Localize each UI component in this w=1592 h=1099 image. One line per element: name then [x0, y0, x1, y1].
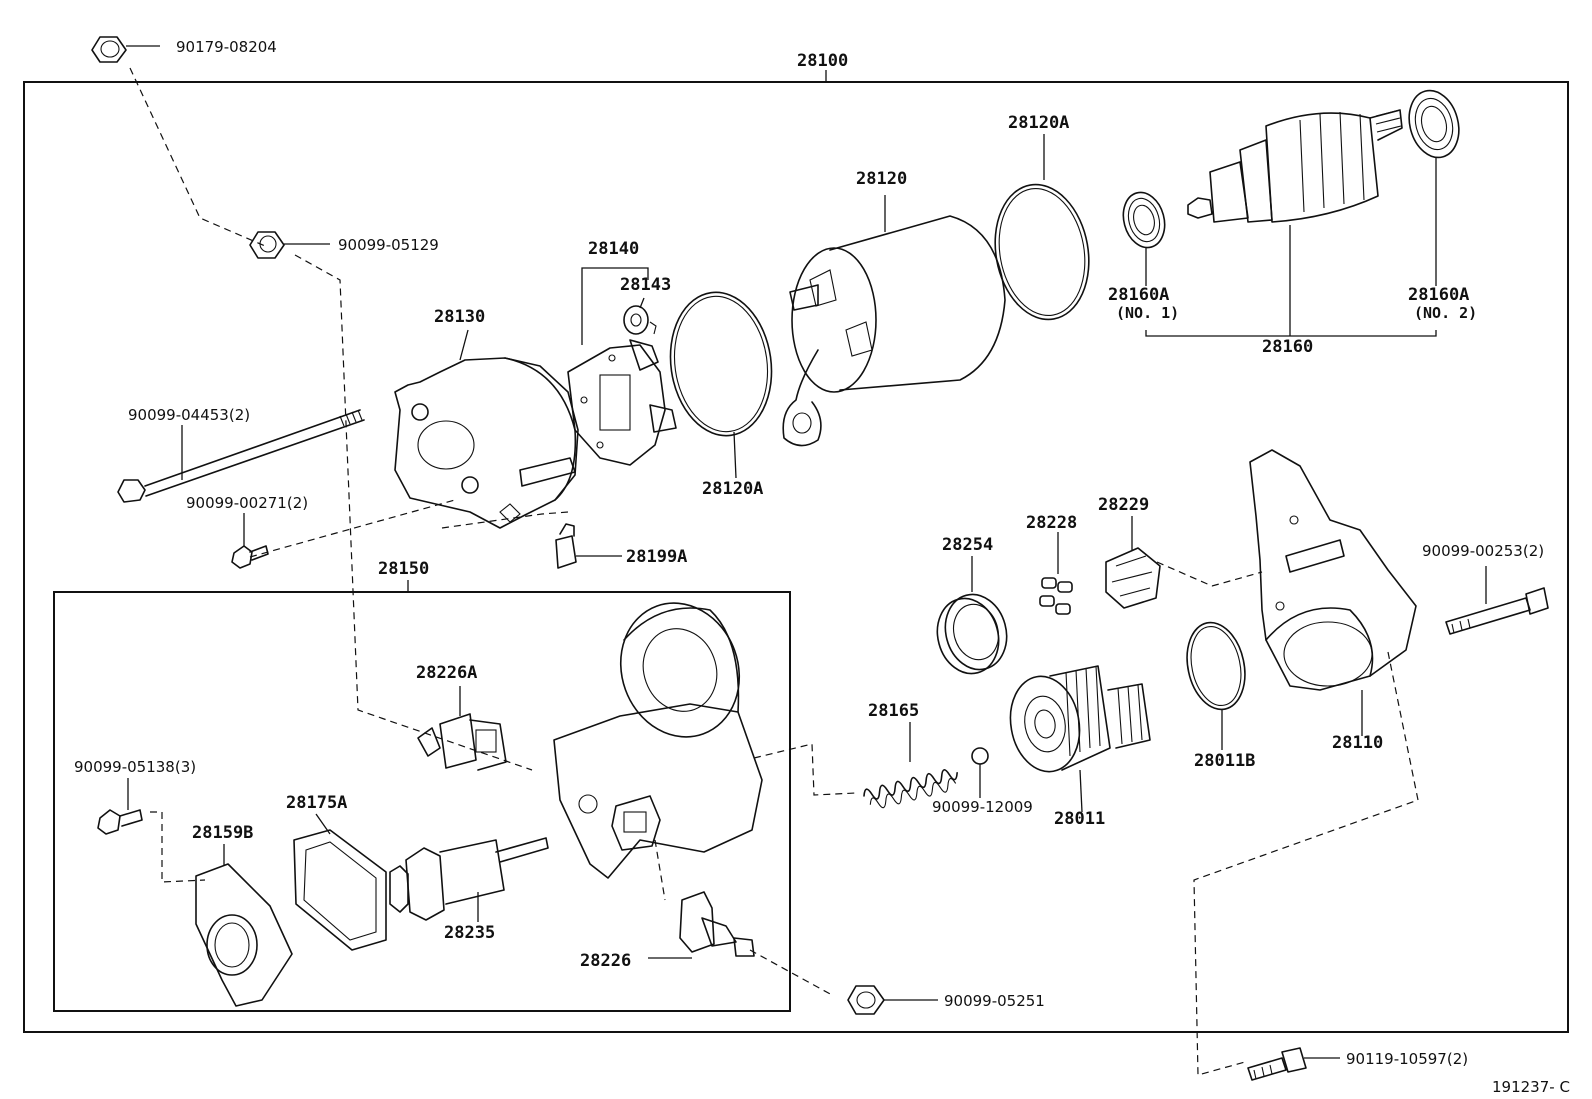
nut-90179-08204[interactable] — [91, 36, 160, 63]
screw-90099-05138[interactable] — [97, 778, 143, 835]
label-nut-bottom: 90099-05251 — [944, 992, 1045, 1010]
label-terminal-kit: 28226A — [416, 663, 477, 683]
label-oring-mid: 28120A — [702, 479, 763, 499]
oring-28120A-mid[interactable] — [661, 286, 780, 443]
label-bearing-no1: 28160A — [1108, 285, 1169, 305]
label-nut-top: 90179-08204 — [176, 38, 277, 56]
label-bolt-right: 90099-00253(2) — [1422, 542, 1544, 560]
label-clutch: 28011 — [1054, 809, 1105, 829]
plunger-28235[interactable] — [389, 837, 549, 922]
label-retainer: 28229 — [1098, 495, 1149, 515]
clutch-28011[interactable] — [1003, 665, 1151, 813]
label-armature: 28160 — [1262, 337, 1313, 357]
retainer-28229[interactable] — [1105, 516, 1161, 609]
screw-90099-00271[interactable] — [231, 513, 269, 569]
nut-90099-05129[interactable] — [249, 231, 330, 259]
label-bushing: 28143 — [620, 275, 671, 295]
label-nut-second: 90099-05129 — [338, 236, 439, 254]
label-oring-top: 28120A — [1008, 113, 1069, 133]
label-plunger: 28235 — [444, 923, 495, 943]
bearing-28160A-no1[interactable] — [1117, 188, 1170, 286]
dashed-assembly-lines — [129, 67, 1419, 1076]
bushing-28143[interactable] — [623, 297, 657, 335]
label-cover: 28159B — [192, 823, 253, 843]
shaft-gear-28228[interactable] — [1039, 532, 1073, 615]
label-brush-holder: 28140 — [588, 239, 639, 259]
bolt-90099-00253[interactable] — [1445, 566, 1549, 635]
assembly-frame — [23, 81, 1569, 1033]
label-through-bolt: 90099-04453(2) — [128, 406, 250, 424]
terminal-kit-28226A[interactable] — [417, 686, 507, 771]
gasket-28175A[interactable] — [293, 813, 387, 951]
commutator-end-frame-28130[interactable] — [394, 329, 579, 529]
armature-28160[interactable] — [1145, 109, 1437, 337]
label-contact-kit: 28226 — [580, 951, 631, 971]
spring-28165[interactable] — [863, 722, 959, 811]
nut-90099-05251[interactable] — [847, 985, 938, 1015]
brush-holder-28140[interactable] — [567, 267, 677, 466]
through-bolt[interactable] — [117, 409, 365, 503]
part-labels: 28100 90179-08204 90099-05129 28130 2814… — [74, 38, 1570, 1096]
contact-kit-28226[interactable] — [648, 891, 755, 959]
label-screw-left: 90099-05138(3) — [74, 758, 196, 776]
oring-28120A-top[interactable] — [985, 177, 1099, 327]
label-ball: 90099-12009 — [932, 798, 1033, 816]
label-yoke: 28120 — [856, 169, 907, 189]
planetary-gear-28254[interactable] — [929, 556, 1015, 680]
label-gasket: 28175A — [286, 793, 347, 813]
label-bearing-no2-note: (NO. 2) — [1414, 304, 1477, 322]
ball-90099-12009[interactable] — [971, 747, 989, 765]
housing-28110[interactable] — [1249, 449, 1417, 736]
label-figure-code: 191237- C — [1492, 1078, 1570, 1096]
bolt-90119-10597[interactable] — [1247, 1047, 1340, 1081]
yoke-28120[interactable] — [782, 195, 1006, 447]
label-housing: 28110 — [1332, 733, 1383, 753]
oring-28011B[interactable] — [1179, 617, 1252, 715]
label-screw-small: 90099-00271(2) — [186, 494, 308, 512]
label-assembly: 28100 — [797, 51, 848, 71]
label-solenoid-assy: 28150 — [378, 559, 429, 579]
cover-28159B[interactable] — [195, 844, 293, 1007]
solenoid-assembly-frame — [53, 591, 791, 1012]
label-spring: 28165 — [868, 701, 919, 721]
label-shaft-gear: 28228 — [1026, 513, 1077, 533]
terminal-28199A[interactable] — [555, 523, 622, 569]
solenoid-housing[interactable] — [553, 586, 763, 879]
label-bearing-no2: 28160A — [1408, 285, 1469, 305]
label-commutator-end-frame: 28130 — [434, 307, 485, 327]
label-planetary-gear: 28254 — [942, 535, 993, 555]
label-oring-housing: 28011B — [1194, 751, 1255, 771]
bearing-28160A-no2[interactable] — [1402, 85, 1466, 286]
label-bearing-no1-note: (NO. 1) — [1116, 304, 1179, 322]
label-terminal-small: 28199A — [626, 547, 687, 567]
label-bolt-bottom: 90119-10597(2) — [1346, 1050, 1468, 1068]
